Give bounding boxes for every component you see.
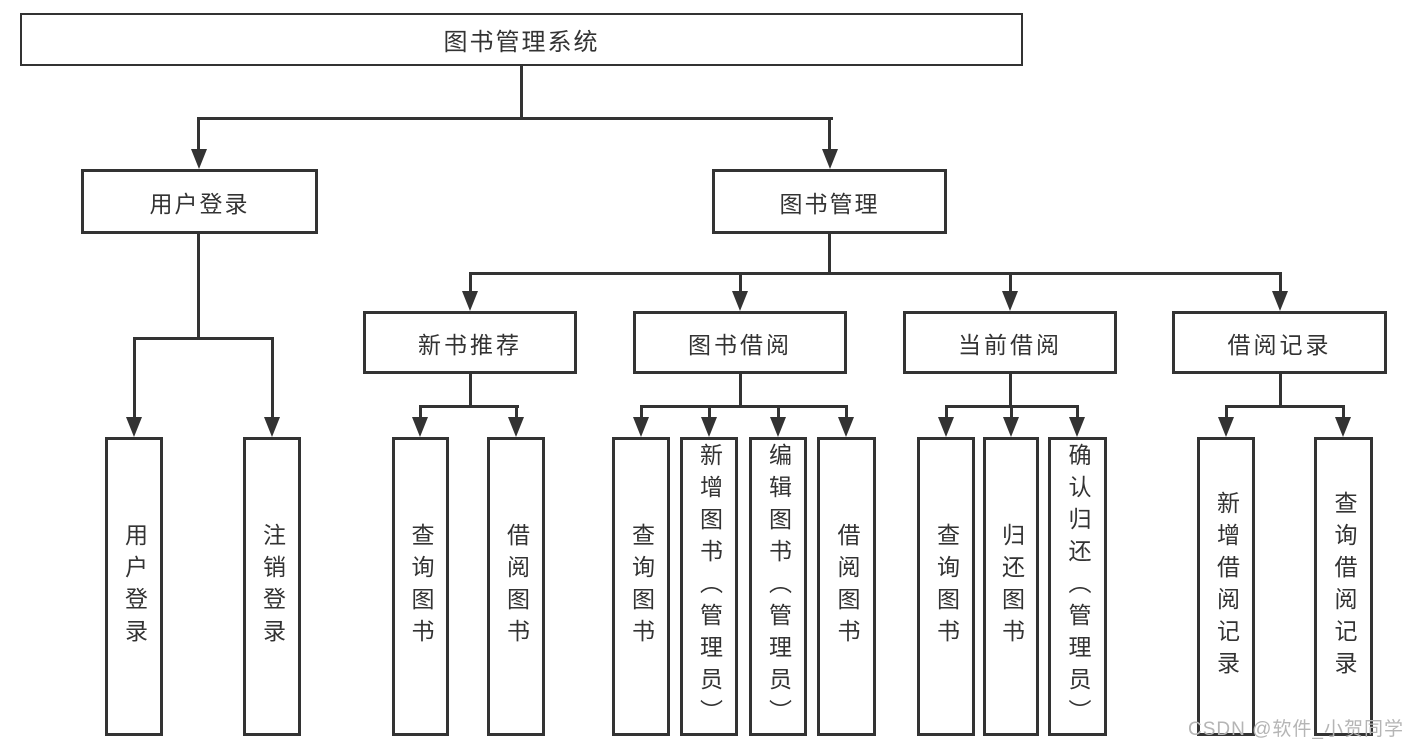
leaf-label: 确认归还（管理员）	[1065, 442, 1091, 731]
leaf-label: 借阅图书	[834, 522, 860, 651]
connector-line	[1009, 272, 1012, 294]
arrowhead-down	[462, 291, 478, 311]
connector-line	[469, 272, 472, 294]
connector-bar	[1225, 405, 1344, 408]
node-user-login: 用户登录	[81, 169, 318, 234]
connector-line	[640, 405, 643, 419]
connector-line	[845, 405, 848, 419]
leaf-edit-books-admin: 编辑图书（管理员）	[749, 437, 807, 736]
leaf-label: 编辑图书（管理员）	[765, 442, 792, 731]
connector-line	[777, 405, 780, 419]
node-library-management-system: 图书管理系统	[20, 13, 1023, 66]
node-current-borrowing: 当前借阅	[903, 311, 1117, 374]
connector-line	[828, 234, 831, 275]
leaf-label: 查询图书	[628, 522, 655, 651]
connector-root-stub	[520, 65, 523, 120]
connector-line	[1279, 374, 1282, 408]
arrowhead-down	[732, 291, 748, 311]
arrowhead-down	[412, 417, 428, 437]
connector-line	[739, 272, 742, 294]
csdn-watermark: CSDN @软件_小贺同学	[1188, 719, 1404, 740]
leaf-query-books-recommend: 查询图书	[392, 437, 449, 736]
connector-line	[197, 117, 200, 153]
arrowhead-down	[838, 417, 854, 437]
arrowhead-down	[1335, 417, 1351, 437]
arrowhead-down	[1003, 417, 1019, 437]
connector-line	[1076, 405, 1079, 419]
connector-line	[1010, 405, 1013, 419]
leaf-query-books-borrow: 查询图书	[612, 437, 670, 736]
connector-line	[197, 234, 200, 340]
arrowhead-down	[701, 417, 717, 437]
connector-line	[708, 405, 711, 419]
connector-line	[419, 405, 422, 419]
leaf-label: 借阅图书	[503, 522, 530, 651]
arrowhead-down	[1218, 417, 1234, 437]
node-borrowing-records: 借阅记录	[1172, 311, 1387, 374]
node-new-book-recommendation: 新书推荐	[363, 311, 577, 374]
node-book-borrowing: 图书借阅	[633, 311, 847, 374]
leaf-label: 查询借阅记录	[1331, 490, 1357, 683]
connector-line	[739, 374, 742, 408]
connector-bar	[133, 337, 274, 340]
leaf-label: 注销登录	[259, 522, 286, 651]
arrowhead-down	[1002, 291, 1018, 311]
connector-level3-bar	[469, 272, 1282, 275]
arrowhead-down	[126, 417, 142, 437]
connector-bar	[640, 405, 848, 408]
connector-bar	[419, 405, 519, 408]
leaf-label: 新增借阅记录	[1213, 490, 1240, 683]
leaf-user-login: 用户登录	[105, 437, 163, 736]
leaf-label: 用户登录	[121, 522, 148, 651]
connector-level2-bar	[198, 117, 833, 120]
arrowhead-down	[508, 417, 524, 437]
connector-line	[515, 405, 518, 419]
arrowhead-down	[1272, 291, 1288, 311]
connector-line	[1009, 374, 1012, 408]
connector-line	[828, 117, 831, 153]
leaf-label: 归还图书	[998, 522, 1025, 651]
leaf-label: 查询图书	[408, 522, 434, 651]
arrowhead-down	[938, 417, 954, 437]
arrowhead-down	[770, 417, 786, 437]
leaf-query-books-current: 查询图书	[917, 437, 975, 736]
leaf-label: 新增图书（管理员）	[696, 442, 723, 731]
arrowhead-down	[822, 149, 838, 169]
arrowhead-down	[264, 417, 280, 437]
leaf-borrow-books-borrow: 借阅图书	[817, 437, 876, 736]
arrowhead-down	[633, 417, 649, 437]
leaf-add-borrow-record: 新增借阅记录	[1197, 437, 1255, 736]
connector-line	[1279, 272, 1282, 294]
leaf-borrow-books-recommend: 借阅图书	[487, 437, 545, 736]
leaf-return-books: 归还图书	[983, 437, 1039, 736]
connector-line	[1225, 405, 1228, 419]
leaf-query-borrow-record: 查询借阅记录	[1314, 437, 1373, 736]
connector-line	[1342, 405, 1345, 419]
connector-line	[133, 340, 136, 420]
leaf-add-books-admin: 新增图书（管理员）	[680, 437, 738, 736]
arrowhead-down	[191, 149, 207, 169]
connector-line	[469, 374, 472, 408]
connector-line	[945, 405, 948, 419]
connector-line	[271, 340, 274, 420]
arrowhead-down	[1069, 417, 1085, 437]
leaf-logout: 注销登录	[243, 437, 301, 736]
leaf-confirm-return-admin: 确认归还（管理员）	[1048, 437, 1107, 736]
node-book-management: 图书管理	[712, 169, 947, 234]
leaf-label: 查询图书	[933, 522, 960, 651]
